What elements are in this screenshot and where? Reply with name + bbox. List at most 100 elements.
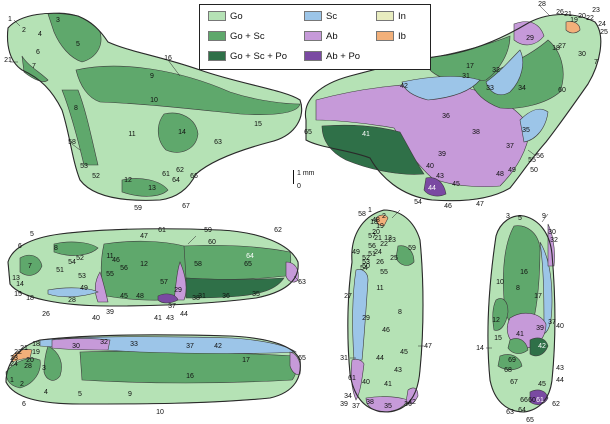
region-number-label: 58 — [194, 261, 202, 268]
region-number-label: 56 — [120, 265, 128, 272]
region-number-label: 24 — [598, 21, 606, 28]
region-number-label: 2 — [22, 27, 26, 34]
legend-item: Go — [208, 9, 243, 23]
region-number-label: 54 — [360, 265, 368, 272]
region-number-label: 51 — [56, 267, 64, 274]
legend-item: Go + Sc — [208, 29, 265, 43]
legend-item: Go + Sc + Po — [208, 49, 287, 63]
region-number-label: 64 — [246, 253, 254, 260]
region-number-label: 42 — [538, 343, 546, 350]
region-number-label: 29 — [174, 287, 182, 294]
region-number-label: 59 — [408, 245, 416, 252]
region-number-label: 30 — [578, 51, 586, 58]
region-number-label: 41 — [384, 381, 392, 388]
region-44 — [157, 293, 179, 304]
region-59 — [19, 254, 43, 276]
legend-label: Go + Sc + Po — [230, 50, 288, 62]
region-number-label: 12 — [492, 317, 500, 324]
region-number-label: 23 — [10, 355, 18, 362]
region-number-label: 23 — [592, 7, 600, 14]
region-number-label: 5 — [78, 391, 82, 398]
region-number-label: 5 — [518, 215, 522, 222]
region-number-label: 16 — [520, 269, 528, 276]
region-41 — [529, 337, 549, 357]
region-number-label: 24 — [374, 249, 382, 256]
region-number-label: 2 — [382, 213, 386, 220]
region-number-label: 50 — [530, 167, 538, 174]
region-number-label: 46 — [444, 203, 452, 210]
region-number-label: 25 — [600, 29, 608, 36]
region-number-label: 8 — [516, 285, 520, 292]
legend-swatch — [208, 51, 226, 61]
region-number-label: 38 — [192, 295, 200, 302]
region-number-label: 17 — [466, 63, 474, 70]
region-number-label: 20 — [372, 229, 380, 236]
region-number-label: 10 — [496, 279, 504, 286]
region-number-label: 65 — [304, 129, 312, 136]
region-number-label: 10 — [150, 97, 158, 104]
region-number-label: 31 — [340, 355, 348, 362]
region-number-label: 31 — [462, 73, 470, 80]
legend-label: Go + Sc — [230, 30, 265, 42]
region-number-label: 36 — [404, 401, 412, 408]
region-number-label: 36 — [222, 293, 230, 300]
region-number-label: 48 — [136, 293, 144, 300]
region-number-label: 55 — [380, 269, 388, 276]
region-number-label: 45 — [452, 181, 460, 188]
region-number-label: 1 — [8, 16, 12, 23]
region-number-label: 7 — [32, 63, 36, 70]
region-number-label: 33 — [486, 85, 494, 92]
region-number-label: 46 — [382, 327, 390, 334]
region-number-label: 69 — [508, 357, 516, 364]
region-number-label: 26 — [376, 259, 384, 266]
region-number-label: 22 — [586, 15, 594, 22]
region-number-label: 18 — [552, 45, 560, 52]
region-number-label: 67 — [510, 379, 518, 386]
region-number-label: 48 — [372, 217, 380, 224]
legend-item: Ib — [376, 29, 406, 43]
region-number-label: 35 — [522, 127, 530, 134]
leader-line — [71, 143, 81, 151]
region-number-label: 3 — [506, 213, 510, 220]
region-10 — [75, 65, 301, 115]
legend-label: Sc — [326, 10, 338, 22]
region-number-label: 26 — [556, 9, 564, 16]
region-number-label: 25 — [390, 255, 398, 262]
region-number-label: 13 — [12, 275, 20, 282]
legend-label: Ab + Po — [326, 50, 361, 62]
region-number-label: 8 — [74, 105, 78, 112]
region-number-label: 55 — [106, 271, 114, 278]
region-64 — [507, 338, 529, 354]
region-number-label: 8 — [398, 309, 402, 316]
region-number-label: 37 — [186, 343, 194, 350]
region-number-label: 19 — [32, 349, 40, 356]
region-number-label: 39 — [438, 151, 446, 158]
region-number-label: 2 — [20, 381, 24, 388]
region-7 — [21, 55, 49, 82]
region-number-label: 27 — [344, 293, 352, 300]
region-37 — [94, 271, 109, 303]
leader-line — [541, 213, 549, 223]
region-number-label: 14 — [16, 281, 24, 288]
region-number-label: 31 — [198, 293, 206, 300]
region-number-label: 60 — [558, 87, 566, 94]
legend-swatch — [208, 11, 226, 21]
region-number-label: 43 — [556, 365, 564, 372]
legend-item: Ab + Po — [304, 49, 360, 63]
region-number-label: 32 — [100, 339, 108, 346]
region-number-label: 40 — [362, 379, 370, 386]
region-number-label: 28 — [24, 363, 32, 370]
region-number-label: 41 — [154, 315, 162, 322]
region-number-label: 56 — [536, 153, 544, 160]
region-number-label: 41 — [362, 131, 370, 138]
view-right-lateral: 7161718192021222324252627282930313233343… — [304, 1, 608, 210]
region-36 — [352, 269, 369, 361]
region-number-label: 16 — [186, 373, 194, 380]
region-number-label: 37 — [506, 143, 514, 150]
region-number-label: 57 — [160, 279, 168, 286]
region-number-label: 54 — [68, 259, 76, 266]
region-number-label: 18 — [370, 219, 378, 226]
